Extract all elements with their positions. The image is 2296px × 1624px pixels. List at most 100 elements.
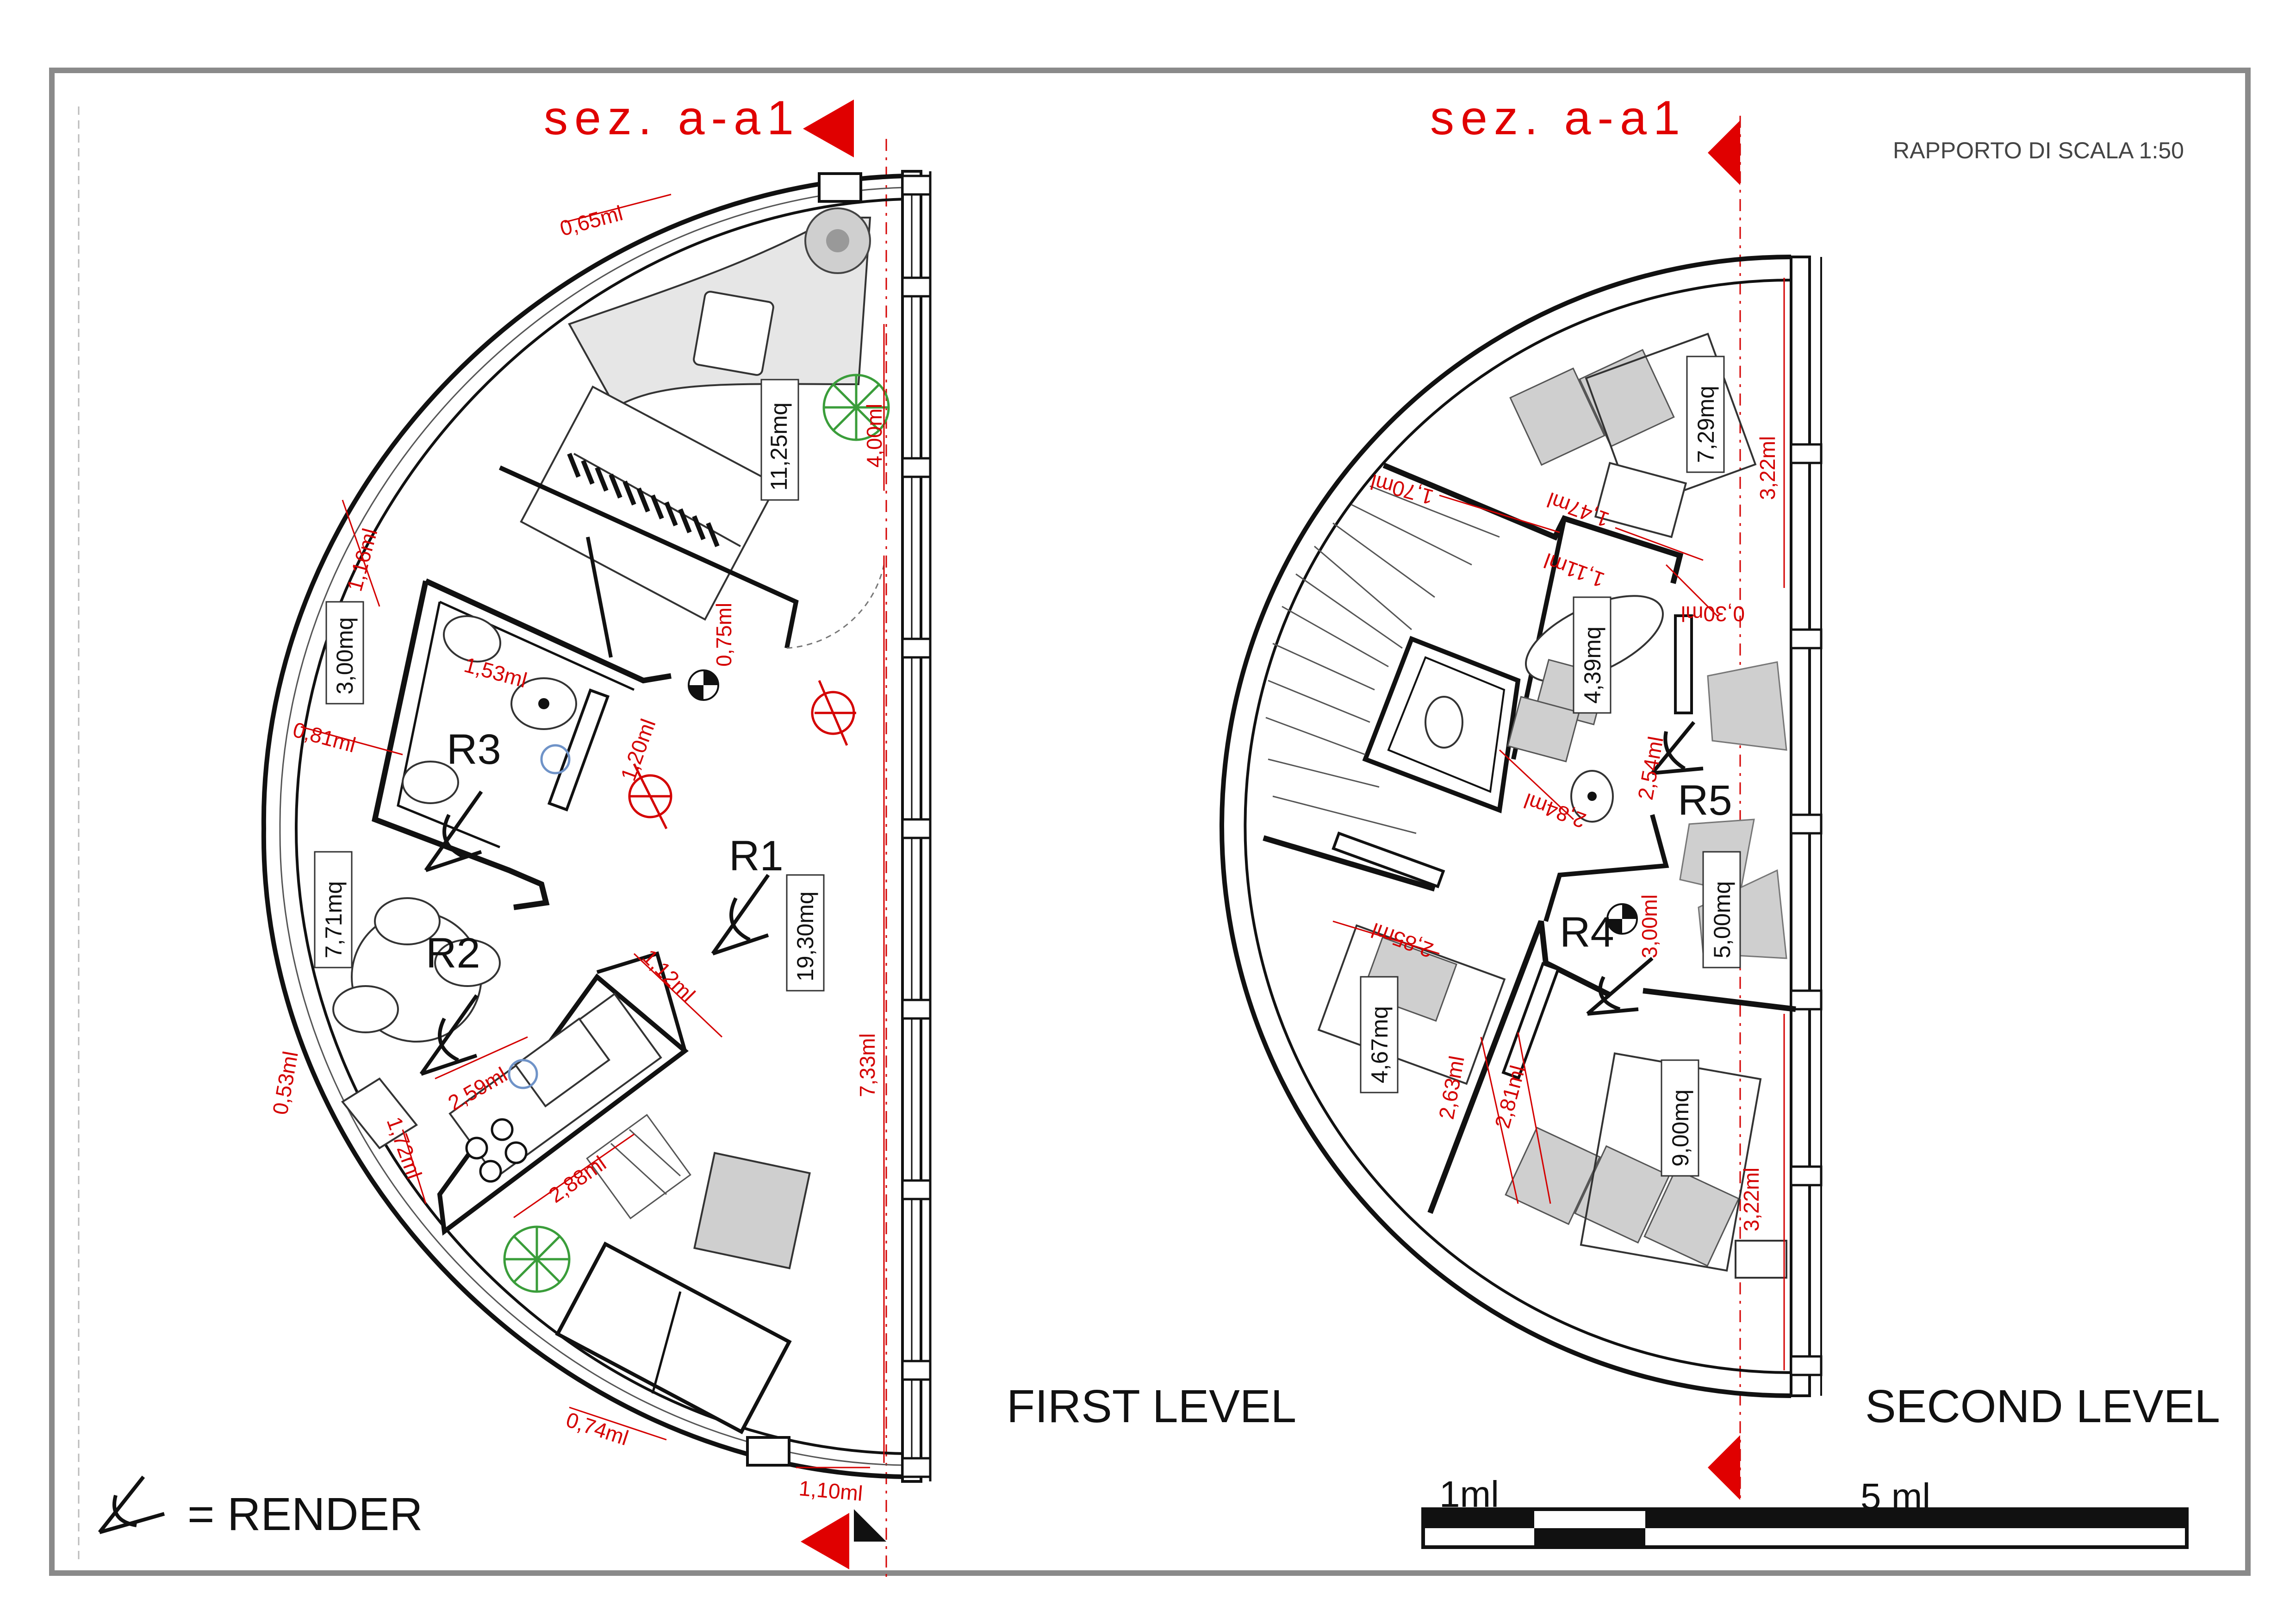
toilet (1425, 696, 1463, 749)
partition-wall (1643, 988, 1796, 1012)
sink-drain (1587, 792, 1597, 801)
svg-text:9,00mq: 9,00mq (1668, 1089, 1693, 1167)
area-box: 4,39mq (1573, 596, 1612, 714)
sofa-divider (651, 1291, 682, 1394)
area-box: 3,00mq (325, 601, 364, 705)
door-track (586, 537, 613, 658)
partition-wall (498, 465, 799, 649)
render-legend: = RENDER (98, 1475, 423, 1540)
render-label: R1 (729, 832, 784, 880)
wash-basin-icon (540, 744, 571, 775)
person-icon (811, 680, 856, 746)
svg-text:5,00mq: 5,00mq (1709, 881, 1735, 958)
svg-text:3,00mq: 3,00mq (332, 617, 358, 694)
render-viewpoint-icon (711, 874, 770, 956)
toilet (442, 615, 502, 663)
nightstand (1735, 1240, 1787, 1279)
sliding-door (1674, 614, 1693, 714)
bathroom-wall (372, 578, 672, 910)
svg-text:7,29mq: 7,29mq (1693, 386, 1719, 463)
section-arrow-icon (1708, 1435, 1740, 1500)
dimension-label: 0,30ml (1681, 602, 1745, 626)
chair (693, 291, 774, 376)
render-viewpoint-icon (424, 790, 483, 872)
toilet-bowl (402, 761, 459, 804)
outer-wall-inner (1244, 279, 1792, 1374)
dining-chair (434, 939, 501, 987)
sliding-door (1501, 962, 1560, 1080)
outer-wall-glazing (279, 187, 905, 1466)
stair-core-inner (1387, 656, 1506, 793)
bed-frame (1585, 332, 1757, 510)
floor-tile-grid (586, 1114, 691, 1219)
coffee-table (693, 1152, 811, 1269)
floor-level-marker-fill (689, 670, 718, 700)
cooktop (465, 1118, 528, 1183)
dining-chair (374, 897, 441, 945)
mullions (1790, 443, 1823, 1376)
dimension-lines (300, 194, 885, 1468)
second-level-plan: sez. a-a1 (1220, 91, 2220, 1505)
outer-wall (261, 174, 905, 1479)
outer-wall-inner (294, 198, 905, 1455)
stair-treads (1265, 485, 1500, 834)
bed-cushions (1361, 349, 1740, 1267)
wall-pier (746, 1436, 790, 1467)
level-title: FIRST LEVEL (1007, 1380, 1296, 1432)
shelf-hatch (567, 453, 720, 547)
sink-drain (538, 698, 549, 709)
section-arrow-icon (803, 100, 854, 157)
dimension-label: 3,00ml (1637, 894, 1661, 958)
person-icon (628, 763, 672, 830)
sofa (555, 1241, 792, 1435)
dimension-label: 7,33ml (855, 1033, 879, 1097)
svg-text:4,39mq: 4,39mq (1580, 626, 1605, 704)
section-label-top-right: sez. a-a1 (1430, 91, 1686, 145)
dimension-lines (1332, 278, 1785, 1370)
nightstand (1594, 462, 1687, 538)
svg-text:4,67mq: 4,67mq (1367, 1006, 1393, 1083)
render-viewpoint-icon (1650, 721, 1704, 775)
legend-text: = RENDER (187, 1488, 423, 1540)
scale-bar: 1ml 5 ml (1421, 1474, 2189, 1549)
dimension-label: 3,22ml (1739, 1168, 1763, 1231)
mullions (901, 175, 932, 1478)
area-box: 7,71mq (314, 851, 353, 968)
kitchen-partition (596, 951, 687, 1052)
sheet-frame (49, 68, 2251, 1576)
render-label: R5 (1678, 777, 1732, 824)
dimension-label: 1,10ml (798, 1476, 864, 1505)
dining-chair (332, 985, 399, 1033)
partition-wall (1427, 920, 1612, 1214)
level-title: SECOND LEVEL (1865, 1380, 2220, 1432)
partition-wall (1263, 835, 1436, 892)
render-viewpoint-icon (419, 994, 479, 1076)
plant-icon (822, 374, 890, 441)
floor-level-marker-fill (1607, 904, 1637, 934)
sliding-door (547, 688, 610, 812)
area-box: 7,29mq (1686, 356, 1725, 473)
render-viewpoint-icon (1586, 956, 1654, 1016)
north-arrow-icon (854, 1509, 886, 1542)
first-level-plan: sez. a-a1 (261, 91, 1296, 1583)
scale-note: RAPPORTO DI SCALA 1:50 (1893, 137, 2184, 163)
section-arrow-icon (1708, 120, 1740, 185)
cabinet (341, 1077, 418, 1149)
wash-basin-icon (508, 1059, 538, 1089)
dimension-label: 0,75ml (712, 603, 736, 667)
svg-text:7,71mq: 7,71mq (321, 881, 347, 958)
wall-pier (818, 172, 862, 203)
svg-text:19,30mq: 19,30mq (792, 891, 818, 981)
section-label-top-left: sez. a-a1 (544, 91, 800, 145)
dimension-label: 3,22ml (1755, 436, 1780, 500)
dimension-label: 4,00ml (862, 404, 886, 468)
svg-text:11,25mq: 11,25mq (766, 402, 792, 491)
outer-wall (1220, 255, 1792, 1398)
render-label: R2 (426, 930, 480, 977)
render-label: R3 (447, 726, 501, 773)
plant-pot-inner (826, 229, 849, 252)
area-box: 11,25mq (760, 379, 799, 501)
plant-icon (503, 1225, 571, 1293)
area-box: 5,00mq (1702, 851, 1741, 968)
area-box: 9,00mq (1661, 1059, 1699, 1177)
